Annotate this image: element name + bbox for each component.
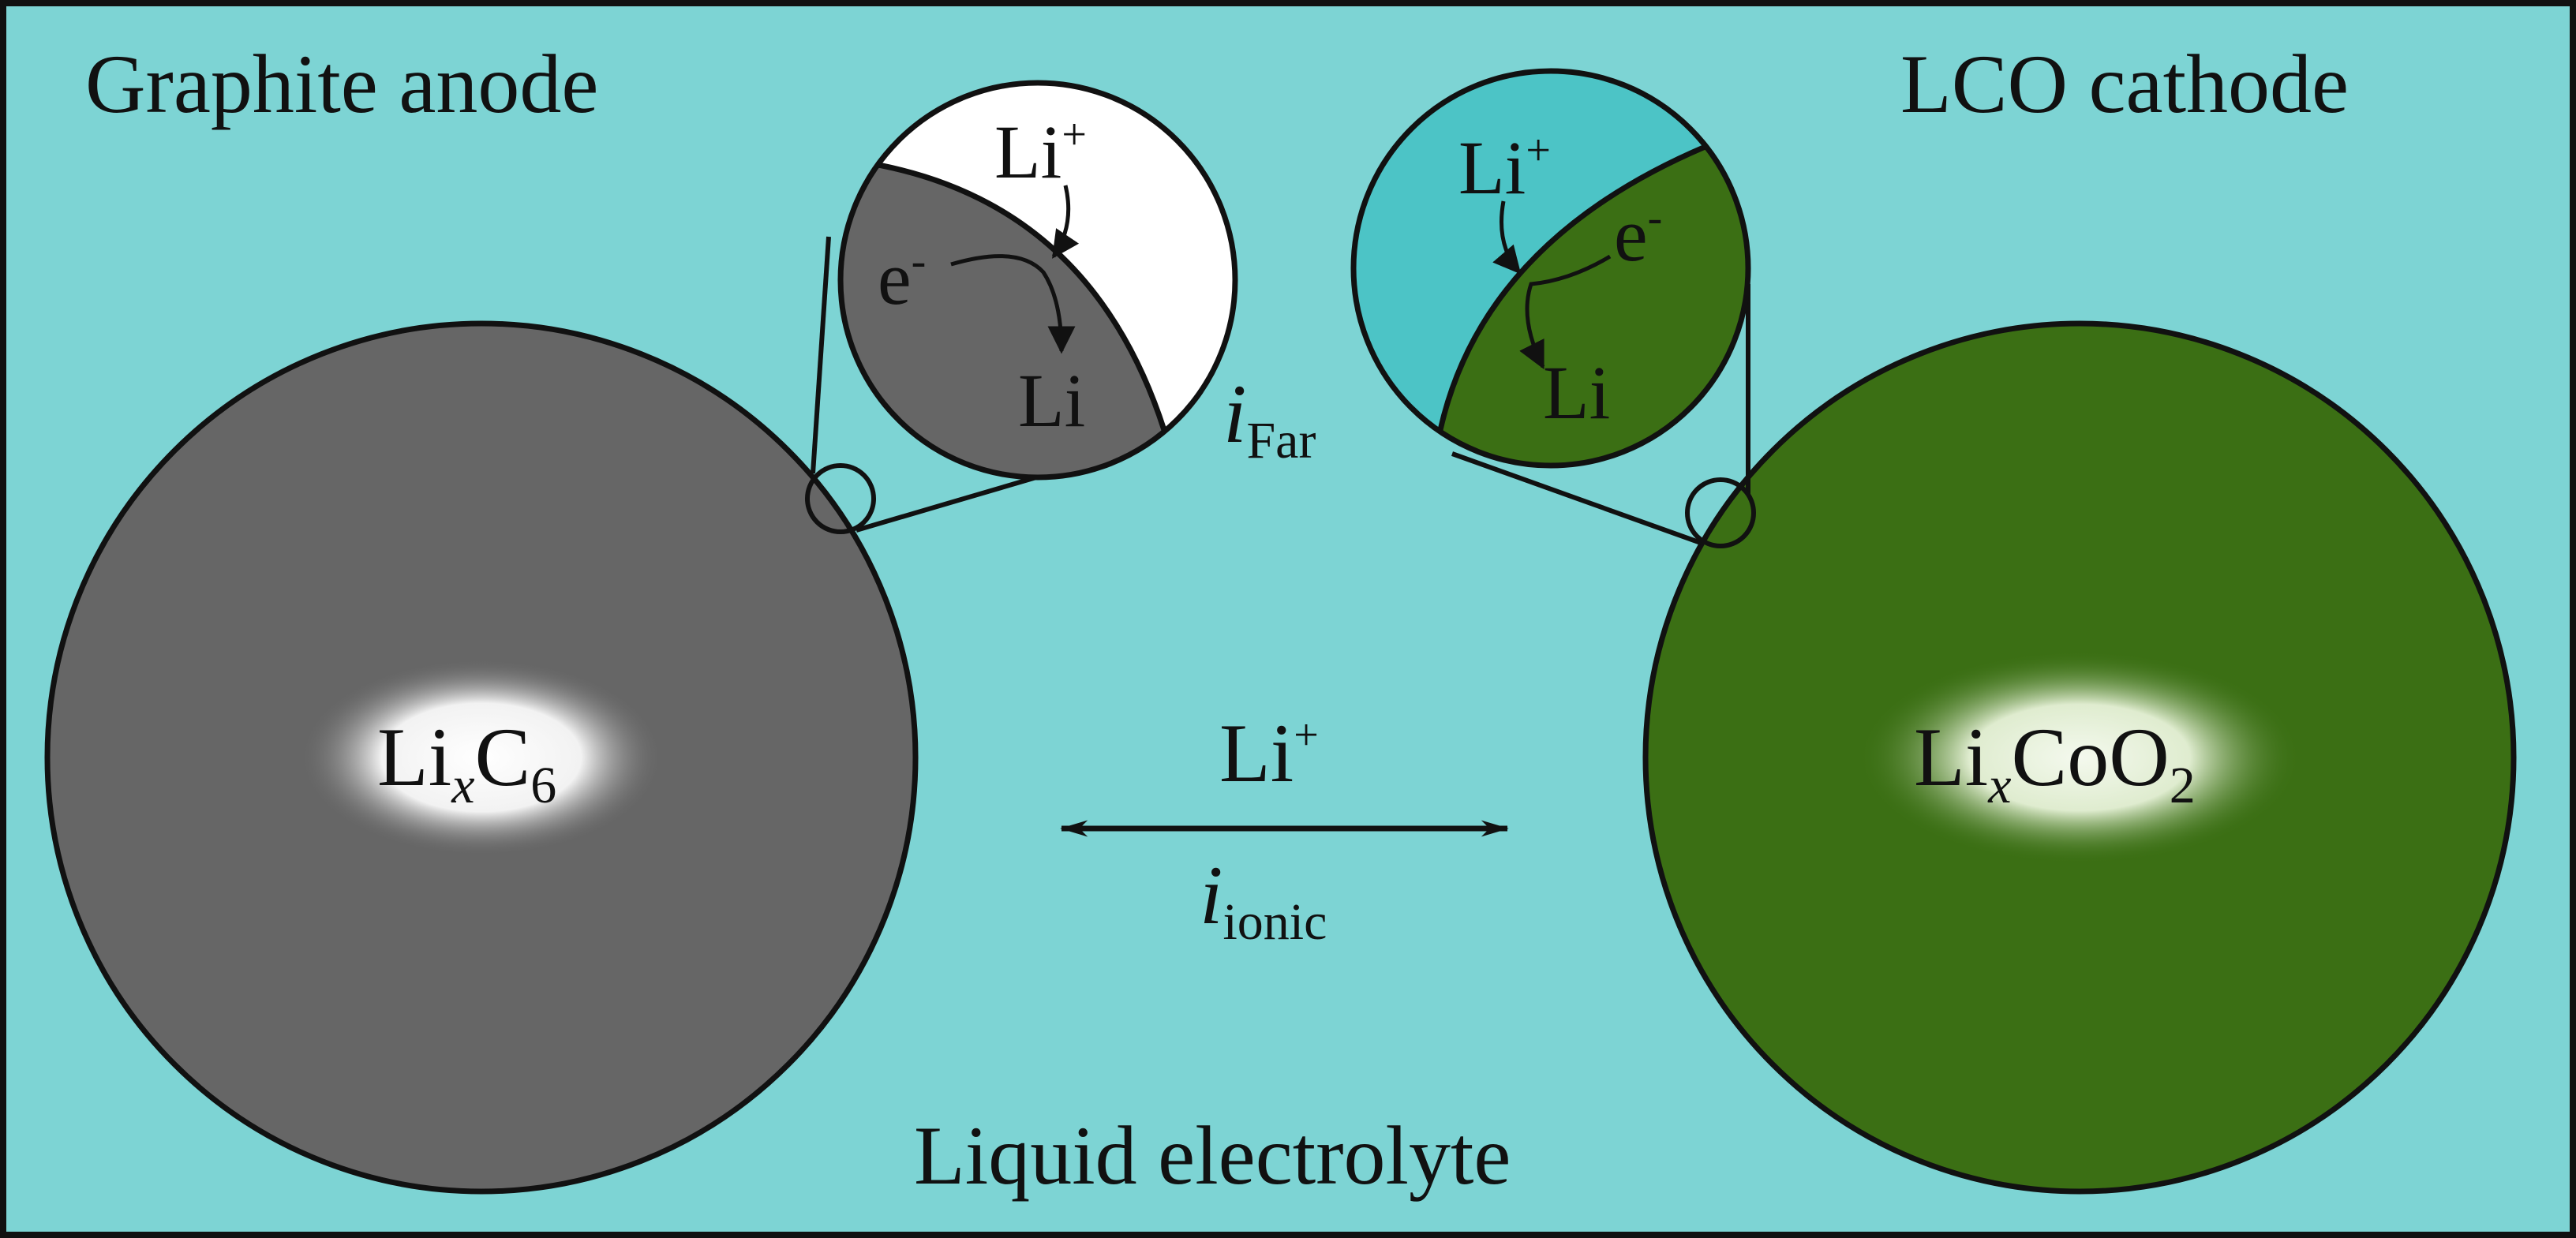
ionic-current-label: iionic — [1200, 849, 1327, 951]
anode-zoom-product-label: Li — [1018, 358, 1085, 443]
anode-core-glow — [300, 659, 663, 856]
anode-zoom-electron-charge: - — [912, 237, 927, 286]
anode-zoom-ion-label: Li — [994, 110, 1061, 194]
cathode-zoom-circle — [1350, 68, 1751, 469]
anode-ion-arrow — [1051, 185, 1080, 259]
anode-formula: LixC6 — [377, 711, 556, 814]
anode-zoom-circle — [837, 80, 1238, 481]
cathode-core-glow — [1859, 651, 2301, 864]
transport-ion-label: Li+ — [1219, 707, 1319, 799]
anode-interface-spot — [805, 463, 876, 534]
cathode-zoom-ion-charge: + — [1526, 126, 1551, 175]
cathode-interface-spot — [1685, 477, 1756, 548]
svg-text:Li+: Li+ — [1458, 125, 1551, 210]
cathode-electron-arrow — [1519, 254, 1612, 370]
cathode-ion-arrow — [1492, 200, 1522, 275]
electrolyte-label: Liquid electrolyte — [914, 1109, 1511, 1202]
cathode-zoom-electron-charge: - — [1648, 193, 1663, 242]
cathode-zoom-product-label: Li — [1543, 350, 1610, 435]
cathode-zoom-ion-label: Li — [1458, 125, 1526, 210]
cathode-formula: LixCoO2 — [1914, 711, 2196, 814]
svg-text:e-: e- — [1614, 193, 1662, 277]
svg-text:e-: e- — [878, 236, 926, 320]
faradaic-current-label: iFar — [1223, 368, 1316, 469]
svg-text:Li+: Li+ — [994, 110, 1087, 194]
cathode-zoom-electron-label: e — [1614, 193, 1648, 277]
anode-zoom-ion-charge: + — [1061, 110, 1087, 159]
anode-zoom-electron-label: e — [878, 236, 912, 320]
anode-electron-arrow — [950, 254, 1076, 354]
anode-magnifier: Li+ e- Li — [805, 80, 1238, 534]
cathode-magnifier: Li+ e- Li — [1350, 68, 1756, 548]
anode-title: Graphite anode — [85, 38, 598, 130]
cathode-title: LCO cathode — [1900, 38, 2349, 130]
